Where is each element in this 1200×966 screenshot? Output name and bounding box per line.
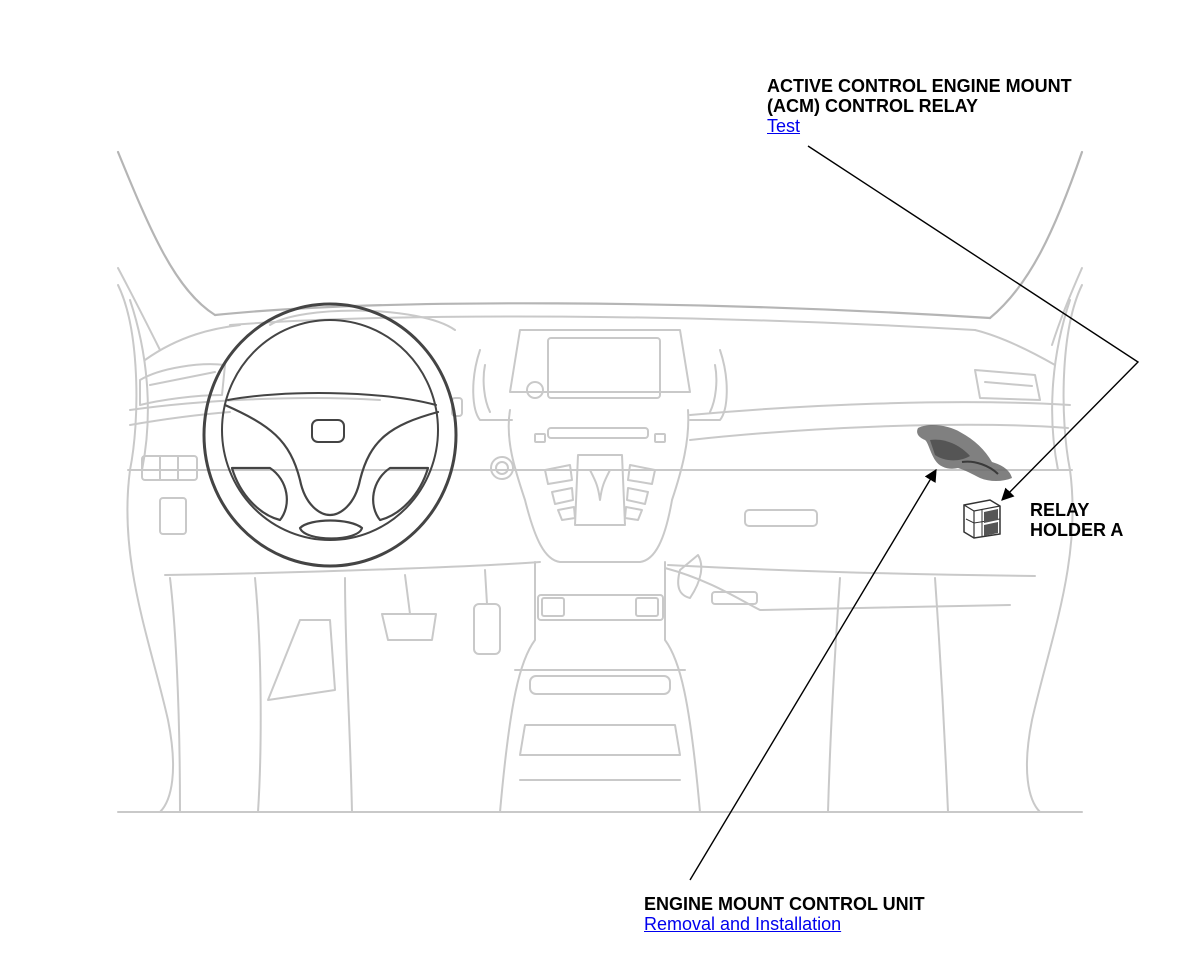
dashboard-outline — [127, 302, 1073, 611]
removal-installation-link[interactable]: Removal and Installation — [644, 914, 842, 934]
engine-mount-control-unit-label: ENGINE MOUNT CONTROL UNIT Removal and In… — [644, 894, 925, 934]
center-stack — [472, 329, 728, 599]
left-vent — [139, 363, 226, 535]
lower-console — [499, 561, 701, 813]
relay-label-line1: RELAY — [1030, 500, 1090, 520]
steering-wheel — [202, 302, 463, 568]
acm-control-relay-label: ACTIVE CONTROL ENGINE MOUNT (ACM) CONTRO… — [767, 76, 1072, 136]
acm-test-link[interactable]: Test — [767, 116, 801, 136]
acm-label-line2: (ACM) CONTROL RELAY — [767, 96, 978, 116]
relay-label-line2: HOLDER A — [1030, 520, 1124, 540]
relay-holder-a — [963, 499, 1001, 539]
side-pillars — [117, 284, 1083, 813]
windshield-frame — [116, 150, 1084, 351]
right-vent — [711, 369, 1041, 605]
relay-holder-label: RELAY HOLDER A — [1030, 500, 1123, 540]
acm-label-line1: ACTIVE CONTROL ENGINE MOUNT — [767, 76, 1072, 96]
footwell-pedals — [169, 569, 949, 813]
leader-lines — [689, 145, 1140, 881]
engine-mount-control-unit — [917, 425, 1012, 481]
emcu-label-line1: ENGINE MOUNT CONTROL UNIT — [644, 894, 925, 914]
